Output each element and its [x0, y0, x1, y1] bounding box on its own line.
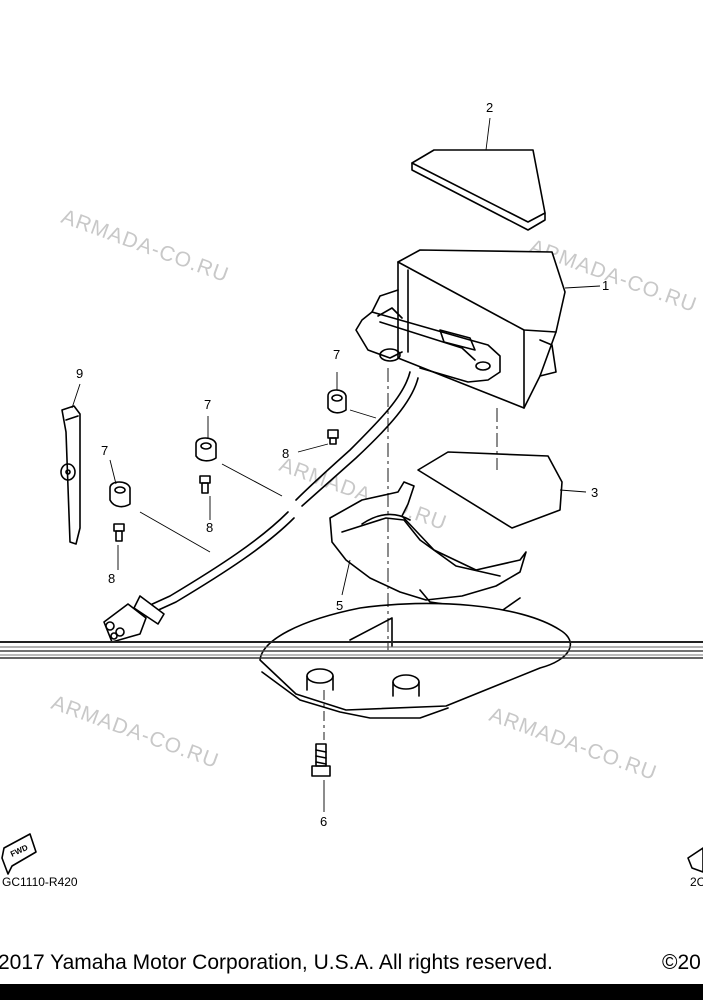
leader-line [71, 383, 81, 409]
part-3-plate [417, 451, 563, 529]
part-2-gasket [411, 149, 546, 231]
leader-line [139, 511, 211, 553]
base-bracket [259, 602, 572, 719]
callout-7-left: 7 [101, 443, 108, 458]
callout-9: 9 [76, 366, 83, 381]
callout-1: 1 [602, 278, 609, 293]
clamp-7-left [109, 481, 131, 508]
leader-line [349, 409, 377, 419]
part-1-battery-box [355, 249, 566, 409]
screw-8-right [327, 429, 339, 445]
leader-line [559, 489, 587, 493]
callout-6: 6 [320, 814, 327, 829]
watermark: ARMADA-CO.RU [48, 691, 222, 773]
wire-harness [103, 371, 419, 643]
cable-tie-9 [60, 405, 81, 545]
callout-8-left: 8 [108, 571, 115, 586]
fwd-arrow-icon [687, 847, 703, 873]
callout-5: 5 [336, 598, 343, 613]
callout-8-middle: 8 [206, 520, 213, 535]
callout-7-middle: 7 [204, 397, 211, 412]
copyright-text: 2017 Yamaha Motor Corporation, U.S.A. Al… [0, 951, 553, 974]
callout-7-right: 7 [333, 347, 340, 362]
leader-line [297, 443, 329, 453]
leader-line [109, 459, 117, 485]
scan-band [0, 641, 703, 659]
clamp-7-right [327, 389, 347, 414]
diagram-code: GC1110-R420 [2, 875, 78, 889]
callout-3: 3 [591, 485, 598, 500]
watermark: ARMADA-CO.RU [486, 703, 660, 785]
copyright-footer: 2017 Yamaha Motor Corporation, U.S.A. Al… [0, 951, 703, 975]
callout-2: 2 [486, 100, 493, 115]
screw-8-left [113, 523, 125, 542]
bottom-bar [0, 984, 703, 1000]
leader-line [341, 559, 351, 596]
clamp-7-middle [195, 437, 217, 462]
callout-8-right: 8 [282, 446, 289, 461]
diagram-code-right: 2C [690, 875, 703, 889]
fwd-arrow-icon [1, 833, 37, 875]
copyright-text-right: ©20 [662, 951, 701, 974]
leader-line [564, 285, 601, 289]
leader-line [221, 463, 283, 497]
screw-6 [311, 743, 331, 777]
leader-line [485, 117, 491, 151]
screw-8-middle [199, 475, 211, 494]
watermark: ARMADA-CO.RU [58, 205, 232, 287]
